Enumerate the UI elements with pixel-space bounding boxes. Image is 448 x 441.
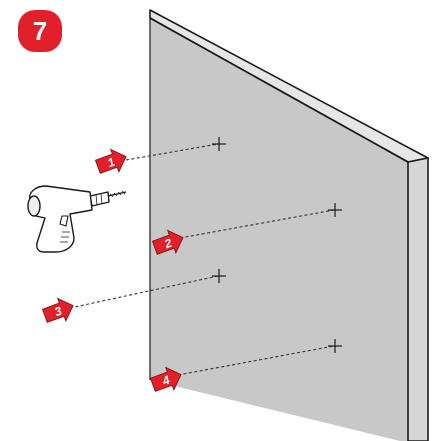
arrow-number-1: 1	[106, 155, 117, 171]
arrow-4: 4	[149, 366, 182, 392]
arrow-3: 3	[41, 297, 74, 323]
drill-guides	[69, 137, 342, 376]
wall-face	[150, 18, 408, 441]
drill-mark-4	[328, 339, 342, 353]
wall-side-edge	[407, 157, 429, 441]
step-number: 7	[33, 16, 47, 46]
drill-mark-3	[212, 269, 226, 283]
arrow-1: 1	[94, 148, 127, 174]
drill-mark-2	[328, 203, 342, 217]
arrow-number-3: 3	[53, 304, 64, 320]
power-drill-icon	[27, 185, 127, 253]
drill-mark-1	[212, 137, 226, 151]
arrow-2: 2	[151, 229, 184, 255]
step-badge: 7	[18, 10, 62, 52]
wall-panel	[149, 9, 429, 441]
